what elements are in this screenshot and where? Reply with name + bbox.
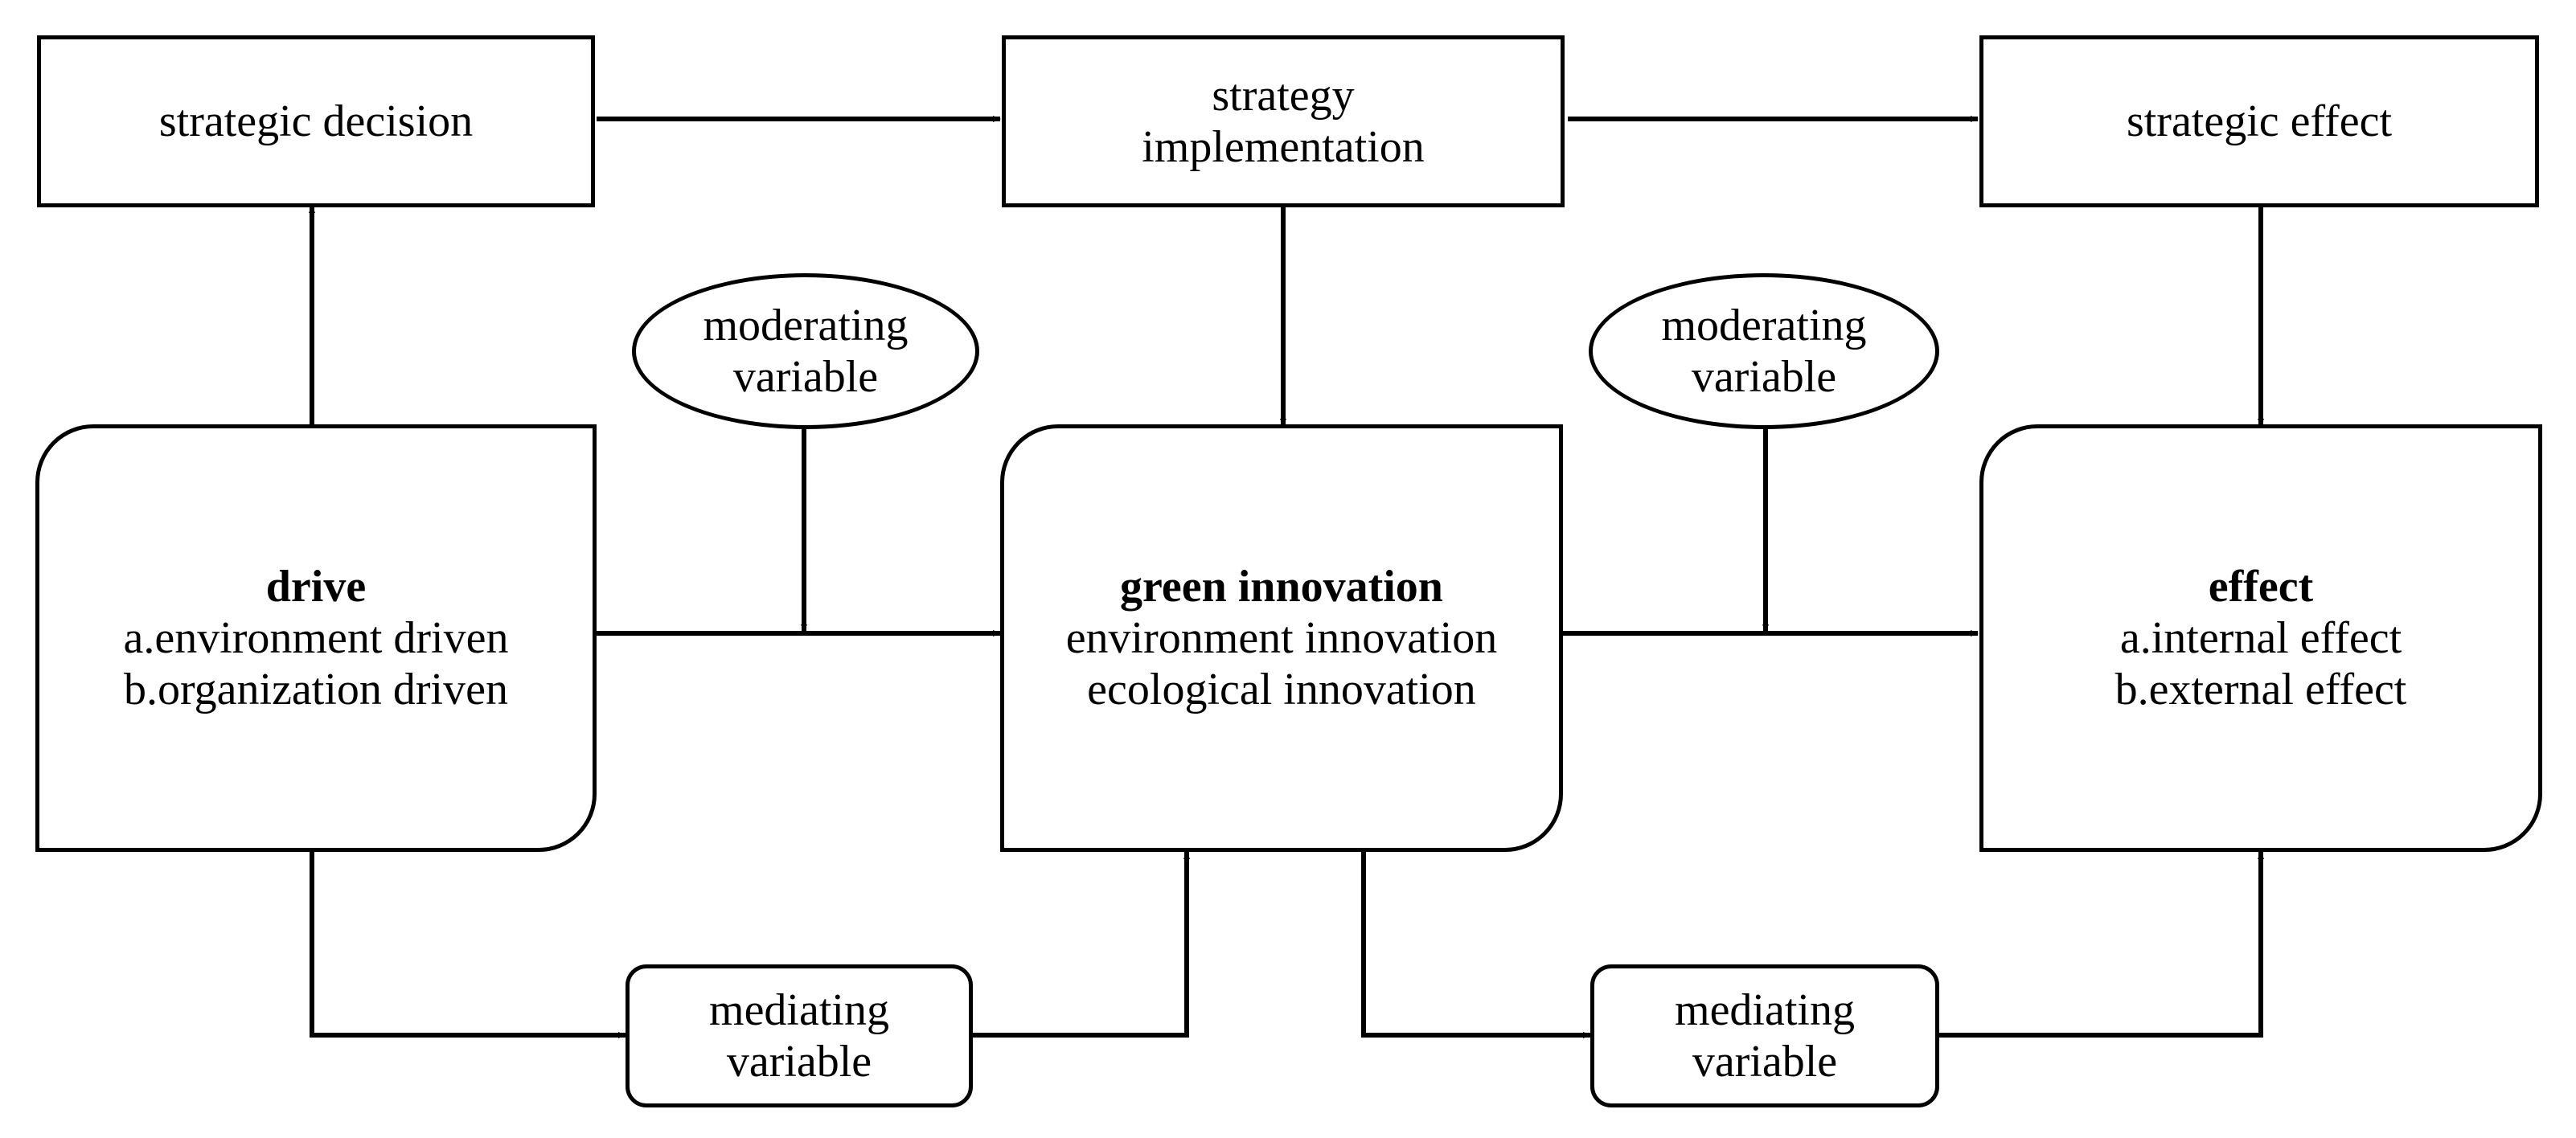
green-innovation-title: green innovation [1120,562,1443,612]
left-moderating-label-line-2: variable [732,352,879,402]
drive-title: drive [265,562,367,612]
effect-title: effect [2208,562,2314,612]
effect-item-internal: a.internal effect [2119,613,2402,663]
right-moderating-label-line-2: variable [1691,352,1837,402]
green-innovation-item-environment: environment innovation [1065,613,1498,663]
drive-item-environment: a.environment driven [123,613,509,663]
right-mediating-label-line-2: variable [1692,1037,1838,1087]
right-mediating-variable-box: mediating variable [1590,964,1939,1107]
arrow-green-innovation-to-right-mediator [1361,850,1591,1038]
strategic-decision-label: strategic decision [158,96,474,146]
effect-box: effect a.internal effect b.external effe… [1979,424,2542,852]
left-moderating-variable-ellipse: moderating variable [632,273,979,429]
arrow-drive-to-left-mediator [310,850,626,1038]
strategy-implementation-label-line-1: strategy [1212,71,1355,121]
effect-item-external: b.external effect [2115,665,2407,714]
drive-item-organization: b.organization driven [124,665,508,714]
left-mediating-variable-box: mediating variable [626,964,973,1107]
strategy-implementation-label-line-2: implementation [1142,122,1425,172]
left-mediating-label-line-1: mediating [709,985,889,1035]
arrow-right-mediator-to-effect [1939,851,2264,1038]
strategic-effect-box: strategic effect [1979,35,2539,207]
right-moderating-label-line-1: moderating [1661,301,1867,350]
green-innovation-box: green innovation environment innovation … [1000,424,1563,852]
drive-box: drive a.environment driven b.organizatio… [35,424,597,852]
green-innovation-item-ecological: ecological innovation [1087,665,1476,714]
strategy-implementation-box: strategy implementation [1002,35,1565,207]
arrow-left-mediator-to-green-innovation [973,851,1190,1038]
right-mediating-label-line-1: mediating [1675,985,1855,1035]
left-moderating-label-line-1: moderating [703,301,909,350]
strategic-effect-label: strategic effect [2126,96,2393,146]
strategic-decision-box: strategic decision [37,35,595,207]
right-moderating-variable-ellipse: moderating variable [1589,273,1939,429]
left-mediating-label-line-2: variable [726,1037,872,1087]
